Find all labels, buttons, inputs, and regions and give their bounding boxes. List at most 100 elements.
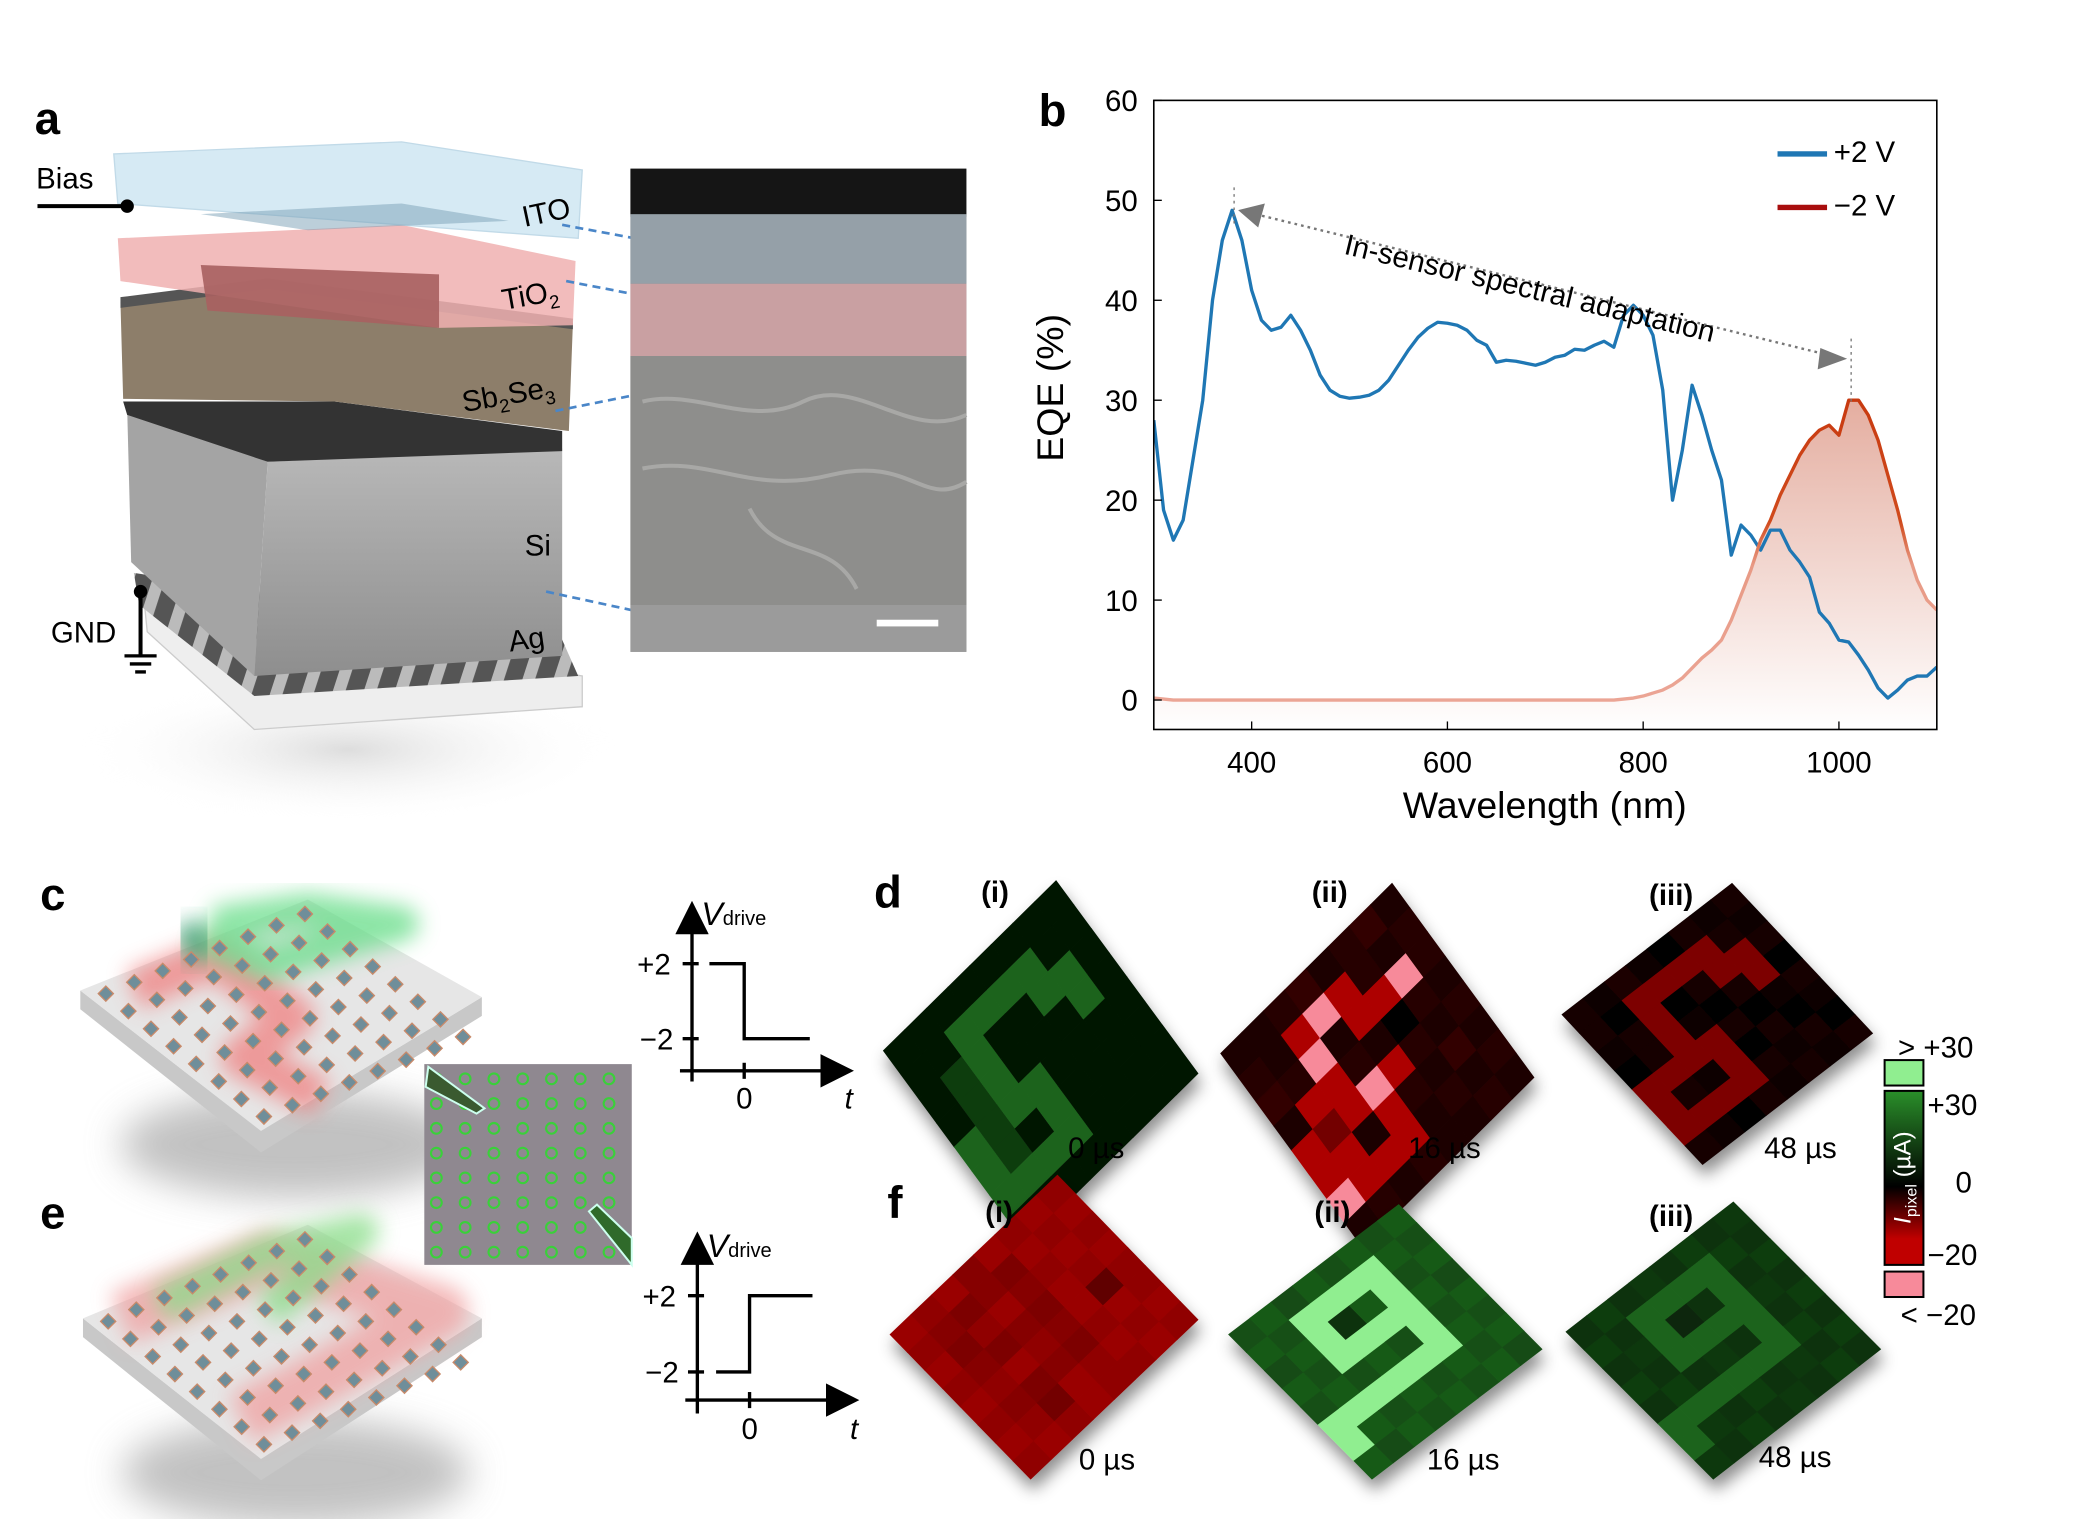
photodetector-pixel (194, 1353, 212, 1371)
bias-contact-dot (120, 199, 134, 213)
photodetector-pixel (318, 922, 337, 941)
heatmap-time-label: 0 µs (1068, 1131, 1125, 1165)
photodetector-pixel (216, 1371, 234, 1389)
microscope-pixel-ring (516, 1146, 530, 1160)
board-shadow (121, 1418, 470, 1519)
arrowhead-left-icon (1238, 203, 1265, 228)
photodetector-pixel (375, 1033, 393, 1051)
photodetector-pixel (424, 1365, 442, 1383)
microscope-pixel-ring (573, 1146, 587, 1160)
photodetector-pixel (296, 1230, 314, 1248)
photodetector-pixel (295, 1365, 313, 1383)
colorbar-title-unit: (µA) (1888, 1131, 1916, 1185)
y-tick-label: 0 (1121, 685, 1137, 718)
photodetector-pixel (238, 1061, 256, 1079)
si-front-face (254, 448, 563, 676)
tick-zero-c: 0 (736, 1081, 753, 1115)
heatmap-cell (1502, 1330, 1543, 1366)
microscope-pixel-ring (429, 1245, 443, 1259)
heatmap-subpanel-label: (ii) (1311, 875, 1348, 909)
panel-b-label: b (1038, 85, 1067, 137)
board-side (82, 1318, 482, 1481)
photodetector-pixel (121, 1330, 139, 1348)
photodetector-pixel (283, 1424, 301, 1442)
photodetector-pixel (244, 1032, 262, 1050)
vdrive-axis-label-e: Vdrive (707, 1229, 772, 1266)
panel-a-label: a (34, 93, 61, 145)
microscope-pixel-ring (545, 1146, 558, 1160)
y-tick-label: 50 (1105, 185, 1138, 218)
y-tick-label: 10 (1105, 585, 1138, 618)
photodetector-pixel (172, 1336, 190, 1354)
microscope-pixel-ring (516, 1097, 530, 1111)
photodetector-pixel (234, 1283, 252, 1301)
photodetector-pixel (170, 1008, 188, 1026)
step-down-waveform (709, 962, 810, 1041)
microscope-pixel-ring (602, 1072, 616, 1086)
photodetector-pixel (119, 1002, 137, 1020)
microscope-pixel-ring (487, 1146, 501, 1160)
si-left-face (127, 408, 268, 676)
microscope-pixel-ring (545, 1196, 558, 1210)
photodetector-pixel (178, 1306, 196, 1325)
photodetector-pixel (272, 1347, 291, 1366)
photodetector-pixel (395, 1377, 413, 1395)
photodetector-pixel (364, 958, 382, 976)
photodetector-pixel (233, 957, 251, 975)
vdrive-plot-c (675, 900, 854, 1088)
heatmap-time-label: 48 µs (1764, 1131, 1837, 1165)
board-shadow (120, 1090, 469, 1198)
photodetector-pixel (296, 905, 314, 923)
heatmap-cell (1833, 1014, 1874, 1051)
microscope-pixel-ring (602, 1121, 616, 1135)
colorbar-label-max: +30 (1927, 1088, 1978, 1122)
photodetector-pixel (233, 1418, 251, 1436)
microscope-pixel-ring (516, 1245, 530, 1259)
microscope-pixel-ring (545, 1245, 558, 1259)
tick-plus2-e: +2 (642, 1279, 677, 1314)
y-tick-label: 20 (1105, 485, 1138, 518)
heatmap-subpanel-label: (i) (985, 1195, 1013, 1229)
heatmap-subpanel-label: (iii) (1649, 1199, 1694, 1233)
device-board-c (80, 892, 482, 1198)
photodetector-pixel (193, 1026, 211, 1044)
microscope-pixel-ring (573, 1220, 587, 1234)
vdrive-plots (675, 900, 860, 1417)
photodetector-pixel (340, 1073, 358, 1091)
photodetector-pixel (301, 1336, 319, 1354)
photodetector-pixel (454, 1028, 472, 1046)
photodetector-pixel (127, 1301, 145, 1319)
photodetector-pixel (206, 1295, 224, 1313)
panel-d-label: d (874, 867, 902, 919)
photodetector-pixel (452, 1353, 470, 1371)
colorbar-label-under: < −20 (1900, 1298, 1977, 1332)
photodetector-pixel (357, 1312, 375, 1330)
annotation-arrow-line (1255, 212, 1828, 356)
arrowhead-right-icon (1817, 348, 1848, 370)
microscope-pixel-ring (458, 1245, 472, 1259)
photodetector-pixel (379, 1330, 397, 1348)
green-beam-glow (173, 918, 215, 963)
photodetector-pixel (386, 975, 404, 993)
photodetector-pixel (307, 980, 325, 998)
photodetector-pixel (284, 1289, 302, 1307)
microscope-pixel-ring (429, 1097, 443, 1111)
photodetector-pixel (262, 1271, 280, 1289)
photodetector-pixel (267, 1377, 285, 1395)
photodetector-pixel (341, 940, 359, 958)
heatmap-cell (1158, 1301, 1199, 1341)
photodetector-pixel (313, 951, 331, 969)
photodetector-pixel (373, 1359, 391, 1377)
photodetector-pixel (261, 1079, 279, 1097)
photodetector-pixel (352, 1016, 370, 1034)
microscope-pixel-ring (487, 1220, 501, 1234)
probe-needle-bottom (587, 1203, 633, 1268)
photodetector-pixel (329, 998, 347, 1016)
photodetector-pixel (380, 1004, 398, 1022)
plot-frame (1152, 99, 1938, 731)
tick-plus2-c: +2 (637, 947, 671, 982)
photodetector-pixel (227, 986, 245, 1004)
heatmap-d-1 (882, 880, 1199, 1245)
photodetector-pixel (211, 939, 229, 957)
